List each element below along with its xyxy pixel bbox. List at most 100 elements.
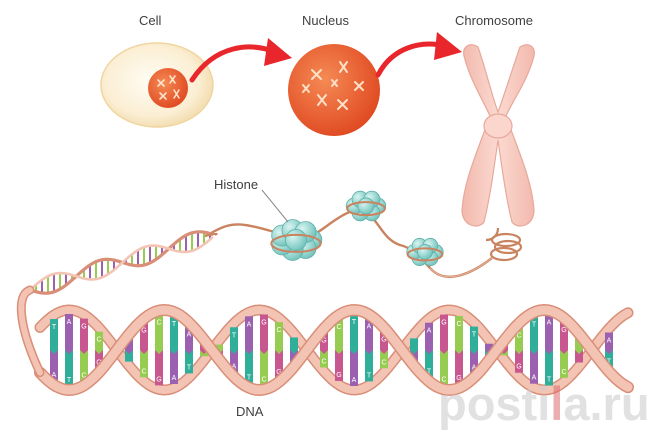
label-cell: Cell (139, 13, 162, 28)
svg-text:A: A (607, 338, 612, 345)
svg-text:C: C (336, 324, 341, 331)
base-pair: TA (470, 326, 478, 374)
base-pair: CG (155, 314, 163, 386)
svg-text:G: G (381, 337, 386, 344)
base-pair: TA (50, 319, 58, 381)
svg-text:T: T (427, 368, 432, 375)
svg-text:C: C (516, 332, 521, 339)
svg-text:C: C (261, 377, 266, 384)
base-pair: CG (335, 319, 343, 381)
svg-text:A: A (352, 377, 357, 384)
base-pair: CG (515, 327, 523, 373)
svg-text:T: T (367, 372, 372, 379)
svg-text:C: C (141, 368, 146, 375)
svg-text:G: G (276, 369, 281, 376)
svg-text:T: T (67, 377, 72, 384)
base-pair: AT (605, 332, 613, 368)
svg-text:T: T (472, 332, 477, 339)
label-dna: DNA (236, 404, 264, 419)
svg-text:A: A (247, 321, 252, 328)
base-pair: GC (140, 322, 148, 378)
svg-text:C: C (561, 369, 566, 376)
base-pair (290, 337, 298, 363)
svg-text:G: G (441, 320, 446, 327)
base-pair: AT (185, 326, 193, 374)
histone-icon (345, 190, 387, 222)
base-pair: AT (365, 318, 373, 382)
svg-text:G: G (96, 359, 101, 366)
base-pair (125, 338, 133, 362)
svg-text:T: T (532, 321, 537, 328)
svg-text:T: T (247, 375, 252, 382)
base-pair (410, 338, 418, 362)
watermark-logo: postila.ru (438, 377, 650, 430)
svg-text:A: A (472, 364, 477, 371)
svg-text:A: A (367, 324, 372, 331)
base-pair: AT (65, 314, 73, 386)
svg-text:G: G (516, 364, 521, 371)
svg-text:A: A (187, 332, 192, 339)
base-pair: CG (95, 331, 103, 369)
base-pair: TA (530, 316, 538, 384)
label-nucleus: Nucleus (302, 13, 349, 28)
base-pair: CG (455, 316, 463, 384)
arrow-cell-to-nucleus-icon (189, 38, 292, 83)
histone-icon (406, 237, 444, 267)
base-pair: GC (320, 332, 328, 368)
svg-text:C: C (456, 321, 461, 328)
histone-pointer-line (261, 189, 289, 223)
svg-text:T: T (232, 332, 237, 339)
base-pair: AT (425, 322, 433, 378)
base-pair: GC (260, 314, 268, 386)
svg-text:T: T (52, 324, 57, 331)
svg-text:C: C (81, 372, 86, 379)
svg-text:C: C (276, 327, 281, 334)
svg-text:G: G (336, 372, 341, 379)
svg-text:A: A (172, 375, 177, 382)
svg-text:A: A (427, 328, 432, 335)
svg-text:A: A (547, 319, 552, 326)
base-pair: GC (440, 314, 448, 386)
svg-text:A: A (52, 372, 57, 379)
svg-text:C: C (441, 376, 446, 383)
chromosome-illustration (461, 44, 535, 227)
svg-text:T: T (172, 321, 177, 328)
base-pair: TA (230, 327, 238, 373)
svg-text:C: C (381, 359, 386, 366)
base-pair: AT (545, 314, 553, 386)
svg-text:T: T (547, 377, 552, 384)
svg-text:G: G (321, 338, 326, 345)
base-pair: GC (380, 331, 388, 369)
svg-text:G: G (261, 319, 266, 326)
svg-text:G: G (141, 328, 146, 335)
base-pair: TA (350, 314, 358, 386)
cell-illustration (100, 42, 214, 128)
svg-text:A: A (232, 364, 237, 371)
svg-text:T: T (607, 358, 612, 365)
base-pair (575, 337, 583, 363)
svg-text:G: G (156, 376, 161, 383)
chromatin-coil (485, 227, 523, 262)
svg-text:C: C (321, 358, 326, 365)
svg-text:T: T (187, 364, 192, 371)
svg-text:G: G (81, 324, 86, 331)
base-pair: GC (80, 318, 88, 382)
base-pair: CG (275, 322, 283, 378)
base-pair: TA (170, 316, 178, 384)
svg-text:G: G (456, 375, 461, 382)
svg-text:T: T (352, 319, 357, 326)
nucleus-illustration (288, 44, 380, 136)
base-pair: GC (560, 322, 568, 378)
strand (29, 235, 214, 291)
svg-text:G: G (561, 327, 566, 334)
label-chromosome: Chromosome (455, 13, 534, 28)
base-pair: AT (245, 316, 253, 384)
thin-dna-strand (29, 230, 218, 295)
svg-text:C: C (156, 320, 161, 327)
label-histone: Histone (214, 177, 259, 192)
svg-text:C: C (96, 337, 101, 344)
histone-clusters (270, 190, 444, 267)
svg-text:A: A (67, 319, 72, 326)
